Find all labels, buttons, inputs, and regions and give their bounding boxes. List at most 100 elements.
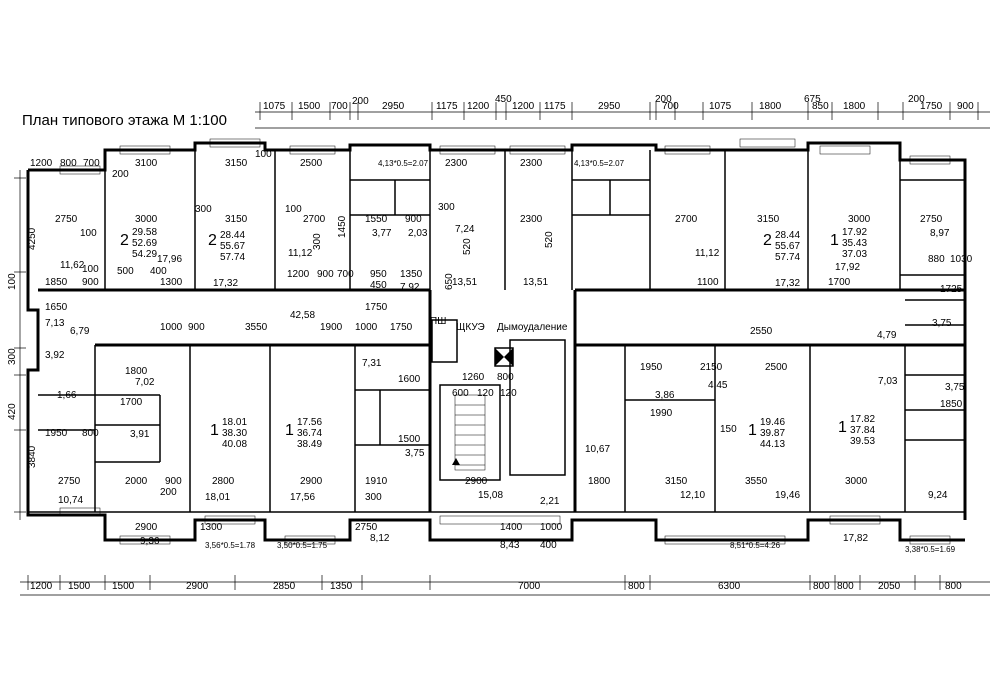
dim-label: 800 xyxy=(813,581,830,592)
annotation: 1950 xyxy=(45,428,68,439)
annotation: 800 xyxy=(60,158,77,169)
annotation: 1850 xyxy=(45,277,68,288)
plan-annotations: 1200 800 700 3100 200 3150 100 2500 2750… xyxy=(30,149,973,554)
annotation: 1200 xyxy=(287,269,310,280)
dim-label: 1800 xyxy=(843,101,866,112)
plan-title: План типового этажа М 1:100 xyxy=(22,112,227,129)
annotation: 15,08 xyxy=(478,490,503,501)
annotation: 200 xyxy=(112,169,129,180)
annotation: 700 xyxy=(337,269,354,280)
apartment-labels: 2 29.58 52.69 54.29 2 28.44 55.67 57.74 … xyxy=(120,227,875,450)
dim-label: 1075 xyxy=(263,101,286,112)
annotation: 1950 xyxy=(640,362,663,373)
annotation: 7,92 xyxy=(400,282,420,293)
apartment-label: 2 28.44 55.67 57.74 xyxy=(208,230,245,263)
dim-label: 200 xyxy=(352,96,369,107)
annotation: 4,79 xyxy=(877,330,897,341)
annotation: 8,12 xyxy=(370,533,390,544)
annotation: 120 xyxy=(477,388,494,399)
annotation: 2500 xyxy=(765,362,788,373)
svg-text:17.92: 17.92 xyxy=(842,227,867,238)
left-dimension-chain: 4250 100 300 420 3840 xyxy=(7,170,38,520)
annotation: 8,97 xyxy=(930,228,950,239)
dim-label: 4250 xyxy=(27,227,38,250)
annotation: 500 xyxy=(117,266,134,277)
dim-label: 1350 xyxy=(330,581,353,592)
annotation: 7,02 xyxy=(135,377,155,388)
annotation: 200 xyxy=(160,487,177,498)
annotation: 1850 xyxy=(940,399,963,410)
annotation: 1910 xyxy=(365,476,388,487)
svg-text:52.69: 52.69 xyxy=(132,238,157,249)
annotation: 2750 xyxy=(55,214,78,225)
annotation: 2700 xyxy=(675,214,698,225)
annotation: 1600 xyxy=(398,374,421,385)
dim-label: 1500 xyxy=(112,581,135,592)
dim-label: 1750 xyxy=(920,101,943,112)
annotation: 2,03 xyxy=(408,228,428,239)
dim-label: 700 xyxy=(662,101,679,112)
annotation: 450 xyxy=(370,280,387,291)
annotation: 7,13 xyxy=(45,318,65,329)
annotation: 2750 xyxy=(355,522,378,533)
annotation: 10,67 xyxy=(585,444,610,455)
annotation: 700 xyxy=(83,158,100,169)
annotation: 1030 xyxy=(950,254,973,265)
annotation: 300 xyxy=(365,492,382,503)
annotation: 1900 xyxy=(320,322,343,333)
svg-text:28.44: 28.44 xyxy=(775,230,800,241)
dim-label: 2950 xyxy=(382,101,405,112)
annotation: 2800 xyxy=(212,476,235,487)
annotation: 13,51 xyxy=(452,277,477,288)
annotation: 1350 xyxy=(400,269,423,280)
annotation: 18,01 xyxy=(205,492,230,503)
annotation: 2900 xyxy=(300,476,323,487)
annotation: 3100 xyxy=(135,158,158,169)
annotation: 1550 xyxy=(365,214,388,225)
annotation: 17,32 xyxy=(775,278,800,289)
annotation: 11,62 xyxy=(60,260,85,271)
annotation: 3,75 xyxy=(405,448,425,459)
dim-label: 700 xyxy=(331,101,348,112)
annotation: 1200 xyxy=(30,158,53,169)
dim-label: 300 xyxy=(7,348,18,365)
annotation: 2750 xyxy=(920,214,943,225)
annotation: 2900 xyxy=(135,522,158,533)
annotation: 3,91 xyxy=(130,429,150,440)
bottom-dimension-chain: 1200 1500 1500 2900 2850 1350 7000 800 6… xyxy=(20,575,990,596)
annotation: 8,43 xyxy=(500,540,520,551)
annotation: 4,13*0.5=2.07 xyxy=(378,159,429,168)
annotation: 6,79 xyxy=(70,326,90,337)
dim-label: 1075 xyxy=(709,101,732,112)
annotation: 1990 xyxy=(650,408,673,419)
annotation: 7,03 xyxy=(878,376,898,387)
annotation: ПШ xyxy=(430,316,446,327)
svg-text:55.67: 55.67 xyxy=(775,241,800,252)
annotation: 12,10 xyxy=(680,490,705,501)
annotation: 600 xyxy=(452,388,469,399)
dim-label: 2050 xyxy=(878,581,901,592)
svg-text:37.03: 37.03 xyxy=(842,249,867,260)
svg-text:54.29: 54.29 xyxy=(132,249,157,260)
annotation: 100 xyxy=(80,228,97,239)
annotation: 1500 xyxy=(398,434,421,445)
annotation: 2150 xyxy=(700,362,723,373)
svg-text:1: 1 xyxy=(285,422,294,439)
annotation: 300 xyxy=(438,202,455,213)
annotation: 1700 xyxy=(828,277,851,288)
dim-label: 1800 xyxy=(759,101,782,112)
annotation: 150 xyxy=(720,424,737,435)
annotation: 2300 xyxy=(520,214,543,225)
annotation: 1800 xyxy=(588,476,611,487)
svg-text:38.49: 38.49 xyxy=(297,439,322,450)
svg-text:2: 2 xyxy=(208,232,217,249)
svg-text:55.67: 55.67 xyxy=(220,241,245,252)
svg-text:39.87: 39.87 xyxy=(760,428,785,439)
annotation: 4,13*0.5=2.07 xyxy=(574,159,625,168)
annotation: 950 xyxy=(370,269,387,280)
svg-text:44.13: 44.13 xyxy=(760,439,785,450)
annotation: 3000 xyxy=(848,214,871,225)
annotation: 10,74 xyxy=(58,495,83,506)
dim-label: 6300 xyxy=(718,581,741,592)
annotation: 17,96 xyxy=(157,254,182,265)
